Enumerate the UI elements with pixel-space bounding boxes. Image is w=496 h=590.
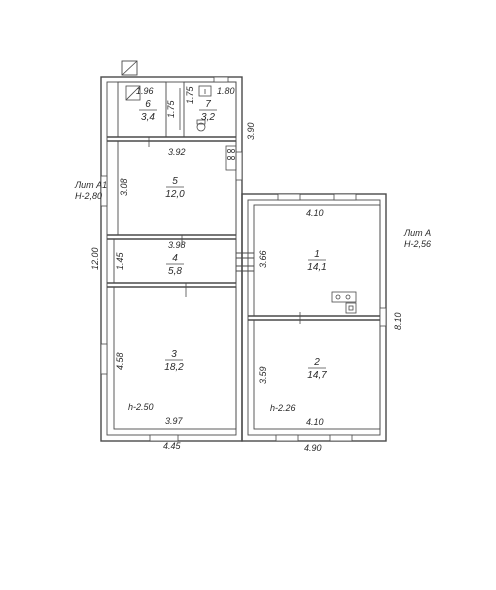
stove-room-1-icon bbox=[331, 291, 357, 314]
room-label-6: 6 3,4 bbox=[139, 99, 157, 123]
dim-r7-height: 1.75 bbox=[185, 85, 195, 104]
room-label-2: 2 14,7 bbox=[307, 357, 327, 381]
door-marks bbox=[148, 88, 301, 324]
dim-a1-top-side: 3.90 bbox=[246, 122, 256, 140]
dim-r3-width: 3.97 bbox=[165, 416, 184, 426]
svg-text:6: 6 bbox=[145, 99, 151, 110]
svg-text:4: 4 bbox=[172, 253, 178, 264]
dim-a-outer-width: 4.90 bbox=[304, 443, 322, 453]
room-label-5: 5 12,0 bbox=[165, 176, 185, 200]
boiler-icon bbox=[125, 85, 141, 101]
room-3-walls bbox=[113, 286, 237, 430]
room-label-3: 3 18,2 bbox=[164, 349, 184, 373]
svg-text:14,7: 14,7 bbox=[307, 370, 327, 381]
dim-r5-width: 3.92 bbox=[168, 147, 186, 157]
lit-a-name: Лит А bbox=[403, 228, 431, 238]
dim-r6-height: 1.75 bbox=[166, 99, 176, 118]
lit-a-height: Н-2,56 bbox=[404, 239, 431, 249]
dim-a-total-height: 8.10 bbox=[393, 312, 403, 330]
dim-r6-width: 1.96 bbox=[136, 86, 154, 96]
toilet-icon bbox=[196, 119, 206, 132]
svg-text:3: 3 bbox=[171, 349, 177, 360]
room-2-walls bbox=[253, 319, 381, 430]
svg-text:3,4: 3,4 bbox=[141, 112, 155, 123]
svg-text:5: 5 bbox=[172, 176, 178, 187]
windows bbox=[100, 76, 387, 442]
dim-r4-width: 3.98 bbox=[168, 240, 186, 250]
svg-text:5,8: 5,8 bbox=[168, 266, 182, 277]
lit-a-outline bbox=[241, 193, 387, 442]
room-label-1: 1 14,1 bbox=[307, 249, 326, 273]
dim-a1-outer-width: 4.45 bbox=[163, 441, 182, 451]
svg-text:1: 1 bbox=[314, 249, 320, 260]
height-r3: h-2.50 bbox=[128, 402, 154, 412]
svg-text:18,2: 18,2 bbox=[164, 362, 184, 373]
chimney bbox=[121, 60, 138, 76]
dim-r2-height: 3.59 bbox=[258, 366, 268, 384]
dim-r1-height: 3.66 bbox=[258, 250, 268, 268]
passage bbox=[236, 252, 254, 272]
stove-icon bbox=[225, 145, 237, 171]
dim-r2-width: 4.10 bbox=[306, 417, 324, 427]
room-1-walls bbox=[253, 204, 381, 317]
sink-icon bbox=[198, 85, 212, 97]
dim-r5-height: 3.08 bbox=[119, 178, 129, 196]
dim-r7-width: 1.80 bbox=[217, 86, 235, 96]
svg-text:12,0: 12,0 bbox=[165, 189, 185, 200]
dim-r3-height: 4.58 bbox=[115, 352, 125, 370]
room-label-7: 7 3,2 bbox=[199, 99, 217, 123]
room-label-4: 4 5,8 bbox=[166, 253, 184, 277]
lit-a1-height: Н-2,80 bbox=[75, 191, 102, 201]
dim-a1-total-height: 12.00 bbox=[90, 247, 100, 270]
svg-text:14,1: 14,1 bbox=[307, 262, 326, 273]
height-r2: h-2.26 bbox=[270, 403, 296, 413]
dim-r1-width: 4.10 bbox=[306, 208, 324, 218]
lit-a1-name: Лит А1 bbox=[74, 180, 107, 190]
dim-r4-height: 1.45 bbox=[115, 251, 125, 270]
svg-text:3,2: 3,2 bbox=[201, 112, 215, 123]
svg-text:7: 7 bbox=[205, 99, 211, 110]
svg-text:2: 2 bbox=[313, 357, 320, 368]
